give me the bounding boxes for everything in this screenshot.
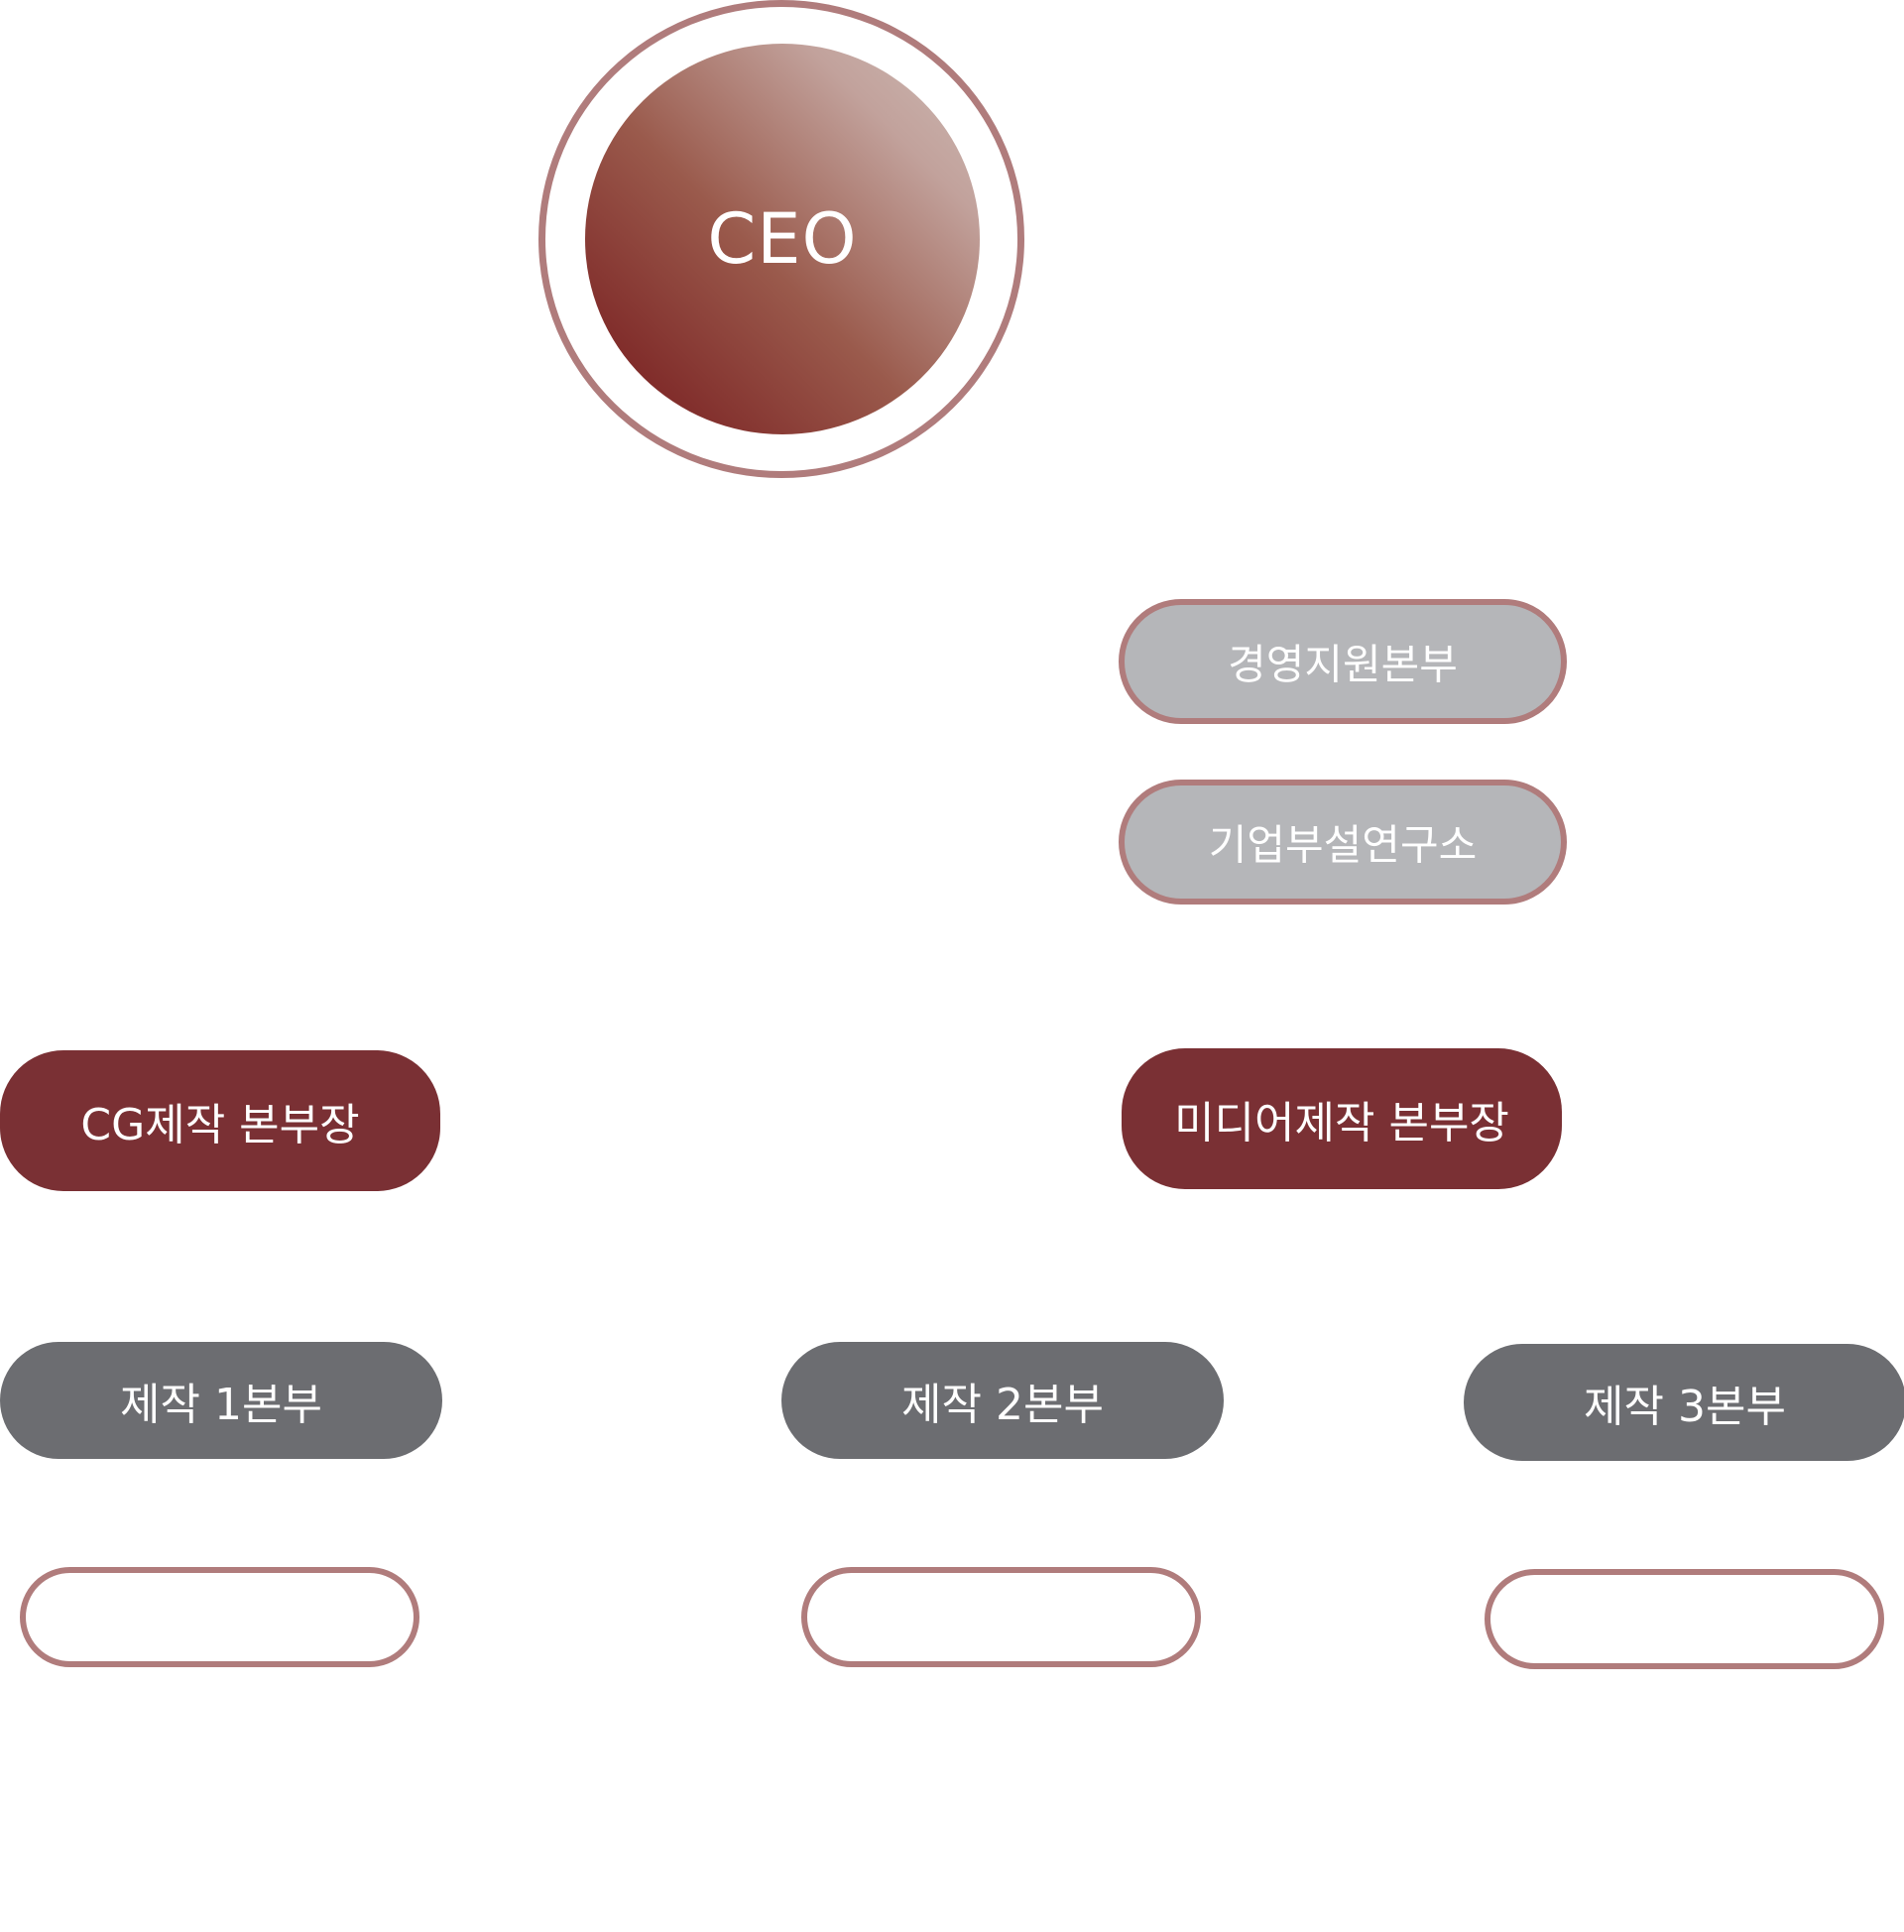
research-lab-label: 기업부설연구소: [1208, 820, 1478, 870]
cg-executive-node[interactable]: CG제작 본부장: [0, 1050, 440, 1191]
division-3-team-slot: [1485, 1569, 1884, 1669]
cg-executive-label: CG제작 본부장: [80, 1100, 360, 1150]
ceo-node[interactable]: CEO: [585, 44, 980, 434]
division-2-label: 제작 2본부: [901, 1380, 1104, 1430]
division-1-label: 제작 1본부: [120, 1380, 322, 1430]
division-1-node[interactable]: 제작 1본부: [0, 1342, 442, 1459]
division-3-label: 제작 3본부: [1584, 1382, 1786, 1432]
division-2-team-slot: [801, 1567, 1201, 1667]
division-3-node[interactable]: 제작 3본부: [1464, 1344, 1904, 1461]
media-executive-label: 미디어제작 본부장: [1174, 1098, 1509, 1148]
ceo-outer-ring: [538, 0, 1024, 478]
ceo-label: CEO: [707, 198, 858, 280]
research-lab-node[interactable]: 기업부설연구소: [1119, 780, 1567, 905]
division-1-team-slot: [20, 1567, 419, 1667]
division-2-node[interactable]: 제작 2본부: [781, 1342, 1224, 1459]
management-support-label: 경영지원본부: [1228, 640, 1458, 689]
management-support-node[interactable]: 경영지원본부: [1119, 599, 1567, 724]
media-executive-node[interactable]: 미디어제작 본부장: [1122, 1048, 1562, 1189]
